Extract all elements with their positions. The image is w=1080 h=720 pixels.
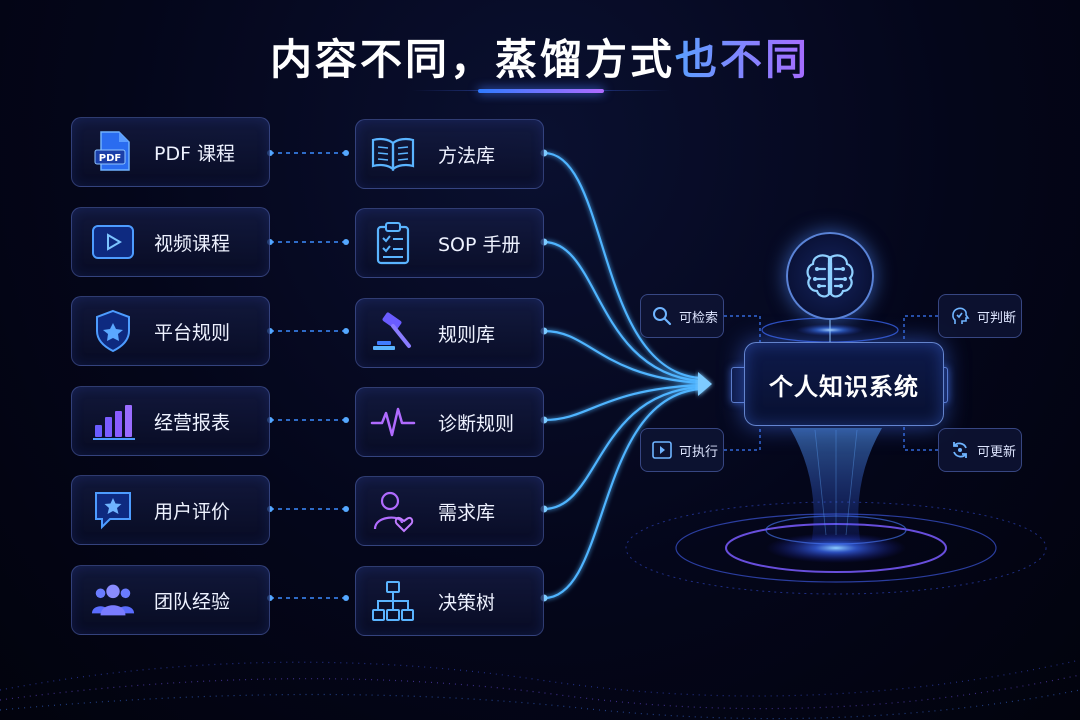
output-label: 诊断规则: [438, 412, 515, 435]
capability-label: 可判断: [977, 310, 1017, 326]
source-card-platform-rules[interactable]: 平台规则: [71, 296, 270, 366]
source-label: 视频课程: [154, 232, 231, 255]
capability-judgeable[interactable]: 可判断: [938, 294, 1022, 338]
title-main: 内容不同，蒸馏方式: [269, 35, 675, 84]
personal-knowledge-system[interactable]: 个人知识系统: [744, 342, 944, 426]
capability-label: 可检索: [679, 310, 719, 326]
clipboard-checklist-icon: [370, 220, 416, 266]
output-card-method-library[interactable]: 方法库: [355, 119, 544, 189]
output-label: 规则库: [438, 323, 496, 346]
beam-lines: [814, 429, 858, 536]
output-card-demand-library[interactable]: 需求库: [355, 476, 544, 546]
source-label: 平台规则: [154, 321, 231, 344]
svg-text:PDF: PDF: [99, 153, 121, 164]
capability-updatable[interactable]: 可更新: [938, 428, 1022, 472]
output-label: 方法库: [438, 144, 496, 167]
user-heart-icon: [370, 488, 416, 534]
energy-beam: [790, 428, 882, 540]
source-label: 经营报表: [154, 411, 231, 434]
source-card-team-experience[interactable]: 团队经验: [71, 565, 270, 635]
source-card-user-reviews[interactable]: 用户评价: [71, 475, 270, 545]
brain-icon: [786, 232, 874, 320]
output-label: 决策树: [438, 591, 496, 614]
capability-executable[interactable]: 可执行: [640, 428, 724, 472]
center-label: 个人知识系统: [769, 372, 919, 401]
capability-links: [724, 315, 938, 451]
bottom-wave-decoration: [0, 659, 1080, 720]
output-card-sop-manual[interactable]: SOP 手册: [355, 208, 544, 278]
flow-curves: [543, 151, 701, 600]
head-check-icon: [949, 305, 971, 327]
source-card-video[interactable]: 视频课程: [71, 207, 270, 277]
pulse-icon: [370, 399, 416, 445]
output-card-rule-library[interactable]: 规则库: [355, 298, 544, 368]
gavel-icon: [370, 310, 416, 356]
star-chat-icon: [90, 487, 136, 533]
link-dots: [267, 150, 349, 601]
output-label: SOP 手册: [438, 233, 521, 256]
source-label: PDF 课程: [154, 142, 236, 165]
source-card-pdf[interactable]: PDF PDF 课程: [71, 117, 270, 187]
title-highlight: 也不同: [675, 35, 811, 84]
source-card-reports[interactable]: 经营报表: [71, 386, 270, 456]
output-label: 需求库: [438, 501, 496, 524]
capability-label: 可更新: [977, 444, 1017, 460]
bar-chart-icon: [90, 398, 136, 444]
flow-arrowhead: [698, 372, 712, 396]
book-icon: [370, 131, 416, 177]
page-title: 内容不同，蒸馏方式也不同: [0, 26, 1080, 87]
capability-searchable[interactable]: 可检索: [640, 294, 724, 338]
title-underline: [478, 89, 604, 93]
search-icon: [651, 305, 673, 327]
pdf-icon: PDF: [90, 129, 136, 175]
refresh-icon: [949, 439, 971, 461]
source-label: 用户评价: [154, 500, 231, 523]
video-play-icon: [90, 219, 136, 265]
brain-base-rings: [761, 317, 899, 343]
source-label: 团队经验: [154, 590, 231, 613]
team-icon: [90, 577, 136, 623]
decision-tree-icon: [370, 578, 416, 624]
dashed-links: [270, 152, 346, 599]
shield-star-icon: [90, 308, 136, 354]
output-card-diagnostic-rules[interactable]: 诊断规则: [355, 387, 544, 457]
capability-label: 可执行: [679, 444, 719, 460]
output-card-decision-tree[interactable]: 决策树: [355, 566, 544, 636]
play-icon: [651, 439, 673, 461]
